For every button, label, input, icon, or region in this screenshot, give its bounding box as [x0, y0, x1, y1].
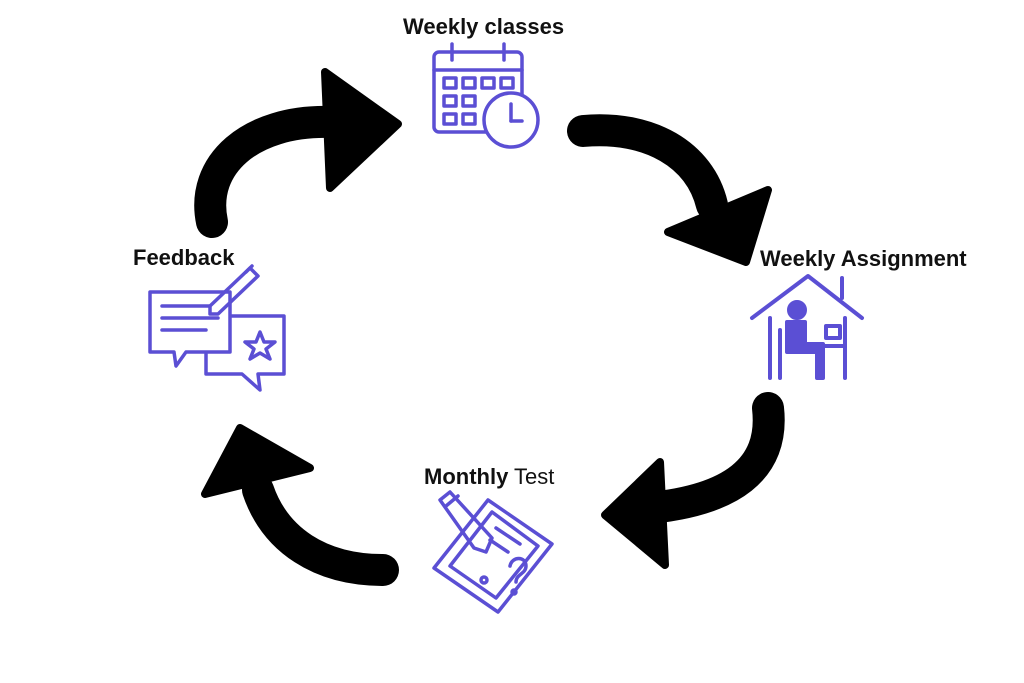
monthly-test-label: Monthly Test — [424, 464, 554, 490]
test-paper-pencil-icon — [432, 490, 554, 614]
calendar-clock-icon — [432, 42, 540, 149]
arrow-feedback-to-weekly-classes — [194, 68, 402, 238]
arrow-weekly-classes-to-assignment — [567, 114, 772, 266]
monthly-test-label-rest: Test — [508, 464, 555, 489]
feedback-chat-icon — [148, 264, 286, 392]
feedback-label: Feedback — [133, 245, 235, 270]
arrow-assignment-to-monthly-test — [601, 392, 785, 569]
home-study-icon — [750, 274, 864, 380]
arrow-monthly-test-to-feedback — [201, 424, 399, 586]
weekly-classes-label: Weekly classes — [403, 14, 565, 39]
weekly-assignment-label: Weekly Assignment — [760, 246, 967, 271]
monthly-test-label-bold: Monthly — [424, 464, 509, 489]
